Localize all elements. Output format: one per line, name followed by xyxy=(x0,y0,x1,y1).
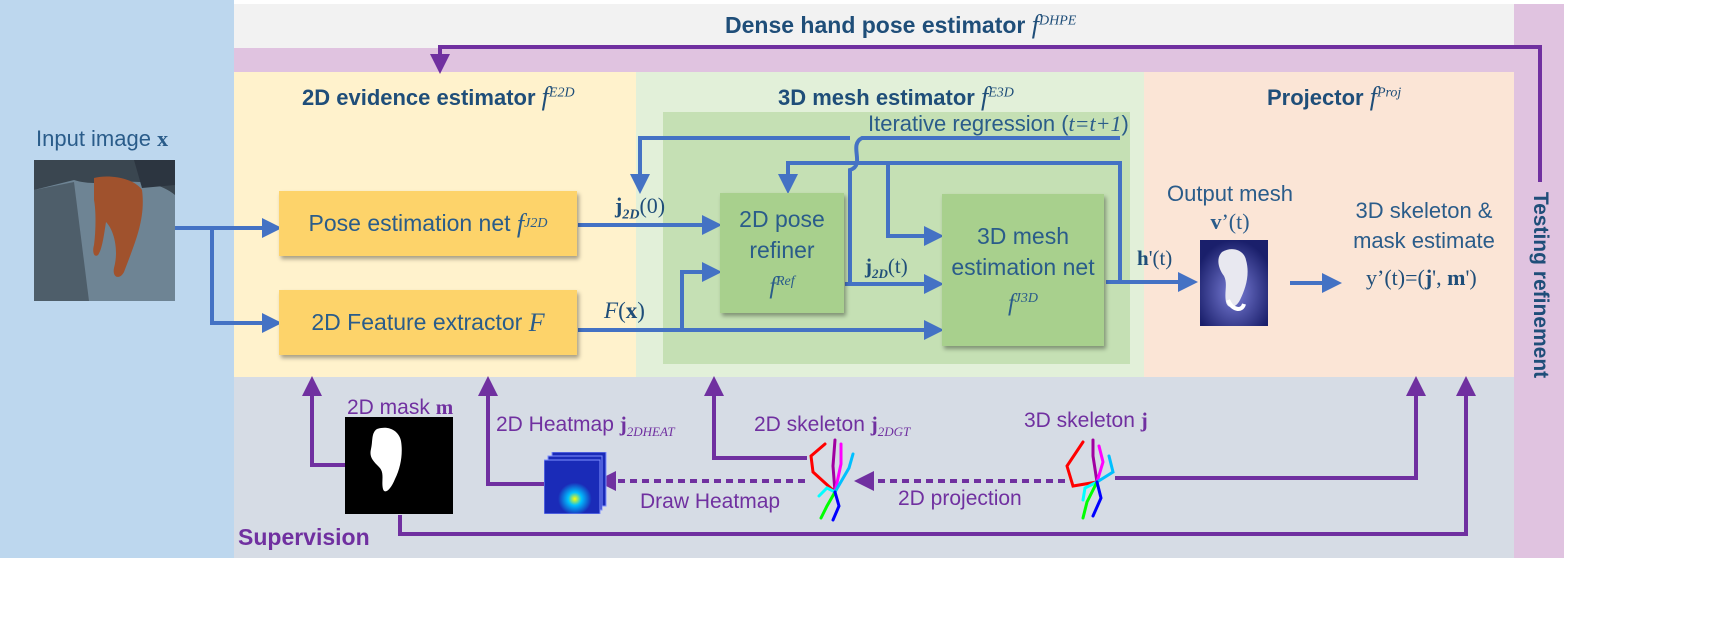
formula-mid: ', xyxy=(1432,265,1448,290)
e3d-title-text: 3D mesh estimator xyxy=(778,85,975,110)
input-label-text: Input image xyxy=(36,126,151,151)
mesh-net-line2: estimation net xyxy=(951,253,1095,280)
j2dt-rest: (t) xyxy=(887,254,908,278)
top-band xyxy=(234,4,1514,48)
input-label-var: x xyxy=(157,126,169,151)
skeleton2d-label: 2D skeleton j2DGT xyxy=(754,412,910,440)
j2d0-label: j2D(0) xyxy=(615,193,665,223)
projector-section xyxy=(1144,72,1514,377)
ht-label: h'(t) xyxy=(1137,246,1172,271)
e2d-title: 2D evidence estimator fE2D xyxy=(302,82,575,112)
projector-title-sup: Proj xyxy=(1376,85,1402,101)
dhpe-title-math: f xyxy=(1031,10,1039,39)
fx-open: ( xyxy=(618,298,626,323)
e2d-title-text: 2D evidence estimator xyxy=(302,85,536,110)
estimate-formula: y’(t)=(j', m') xyxy=(1366,265,1477,291)
mesh-net-line1: 3D mesh xyxy=(976,222,1070,249)
j2dt-bold: j xyxy=(865,254,872,278)
ht-rest: '(t) xyxy=(1148,246,1173,270)
iterative-regression-label: Iterative regression (t=t+1) xyxy=(868,111,1129,137)
heatmap-label-text: 2D Heatmap xyxy=(496,413,614,436)
iterative-text: Iterative regression ( xyxy=(868,111,1069,136)
mesh-estimation-net-box: 3D mesh estimation net fJ3D xyxy=(942,194,1104,346)
pose-net-math: f xyxy=(516,208,525,238)
output-mesh-bold: v xyxy=(1210,209,1222,234)
formula-end: ') xyxy=(1465,265,1477,290)
input-image xyxy=(34,160,175,301)
heatmap-label: 2D Heatmap j2DHEAT xyxy=(496,412,675,440)
projection-label: 2D projection xyxy=(898,487,1022,510)
fx-math: F xyxy=(604,298,619,323)
iterative-math: t=t+1 xyxy=(1068,111,1122,136)
input-image-label: Input image x xyxy=(36,126,168,152)
projector-title-text: Projector xyxy=(1267,85,1364,110)
output-mesh-image xyxy=(1200,240,1268,326)
ht-bold: h xyxy=(1137,246,1149,270)
dhpe-title-sup: DHPE xyxy=(1038,13,1077,29)
e3d-title-sup: E3D xyxy=(988,85,1014,101)
mesh-net-math: f xyxy=(1008,290,1015,317)
pose-refiner-box: 2D pose refiner fRef xyxy=(720,193,844,313)
heatmap-stack-image xyxy=(544,452,607,514)
feature-extractor-box: 2D Feature extractor F xyxy=(279,290,577,355)
pose-net-sup: J2D xyxy=(524,215,548,231)
formula-a: y’(t)=( xyxy=(1366,265,1425,290)
mask-image xyxy=(345,417,453,514)
formula-j: j xyxy=(1424,265,1433,290)
skeleton-mask-estimate-label: 3D skeleton & mask estimate xyxy=(1340,196,1508,256)
mesh-net-sup: J3D xyxy=(1014,290,1038,306)
skel3d-label-bold: j xyxy=(1140,408,1148,432)
heatmap-label-bold: j xyxy=(619,412,627,436)
skel2d-label-sub: 2DGT xyxy=(877,424,911,440)
refiner-math: f xyxy=(769,273,776,300)
j2dt-label: j2D(t) xyxy=(865,254,908,282)
output-mesh-rest: ’(t) xyxy=(1221,209,1250,234)
dhpe-title-text: Dense hand pose estimator xyxy=(725,12,1026,38)
mask-label: 2D mask m xyxy=(347,395,453,420)
skel3d-label-text: 3D skeleton xyxy=(1024,409,1135,432)
mask-label-text: 2D mask xyxy=(347,396,430,419)
feature-text: 2D Feature extractor xyxy=(311,309,523,335)
projector-title: Projector fProj xyxy=(1267,82,1401,112)
pose-net-text: Pose estimation net xyxy=(308,210,511,236)
e2d-title-sup: E2D xyxy=(548,85,575,101)
heatmap-label-sub: 2DHEAT xyxy=(626,424,675,440)
refiner-line1: 2D pose xyxy=(739,205,825,232)
fx-label: F(x) xyxy=(604,298,645,324)
iterative-close: ) xyxy=(1121,111,1129,136)
projector-title-math: f xyxy=(1369,82,1377,111)
draw-heatmap-label: Draw Heatmap xyxy=(640,490,781,513)
fx-close: ) xyxy=(637,298,645,323)
skel2d-label-text: 2D skeleton xyxy=(754,413,865,436)
supervision-title: Supervision xyxy=(238,524,370,550)
feature-math: F xyxy=(528,307,545,337)
e3d-title: 3D mesh estimator fE3D xyxy=(778,82,1014,112)
refiner-sup: Ref xyxy=(776,273,795,289)
estimate-line2: mask estimate xyxy=(1353,228,1495,253)
e3d-title-math: f xyxy=(980,82,989,111)
estimate-line1: 3D skeleton & xyxy=(1355,198,1493,223)
j2d0-rest: (0) xyxy=(639,193,666,218)
testing-refinement-label: Testing refinement xyxy=(1529,191,1552,379)
mask-label-bold: m xyxy=(435,395,454,419)
j2dt-sub: 2D xyxy=(872,266,888,282)
skeleton3d-image xyxy=(1065,438,1115,520)
j2d0-sub: 2D xyxy=(622,207,640,223)
e2d-title-math: f xyxy=(541,82,549,111)
output-mesh-text: Output mesh xyxy=(1167,181,1293,206)
j2d0-bold: j xyxy=(615,193,623,218)
skeleton2d-image xyxy=(809,438,855,522)
refiner-line2: refiner xyxy=(749,236,815,263)
skeleton3d-label: 3D skeleton j xyxy=(1024,408,1148,433)
skel2d-label-bold: j xyxy=(870,412,878,436)
fx-bold: x xyxy=(625,298,638,323)
output-mesh-label: Output mesh v’(t) xyxy=(1165,181,1295,235)
formula-m: m xyxy=(1447,265,1466,290)
dhpe-title: Dense hand pose estimator fDHPE xyxy=(725,10,1076,40)
